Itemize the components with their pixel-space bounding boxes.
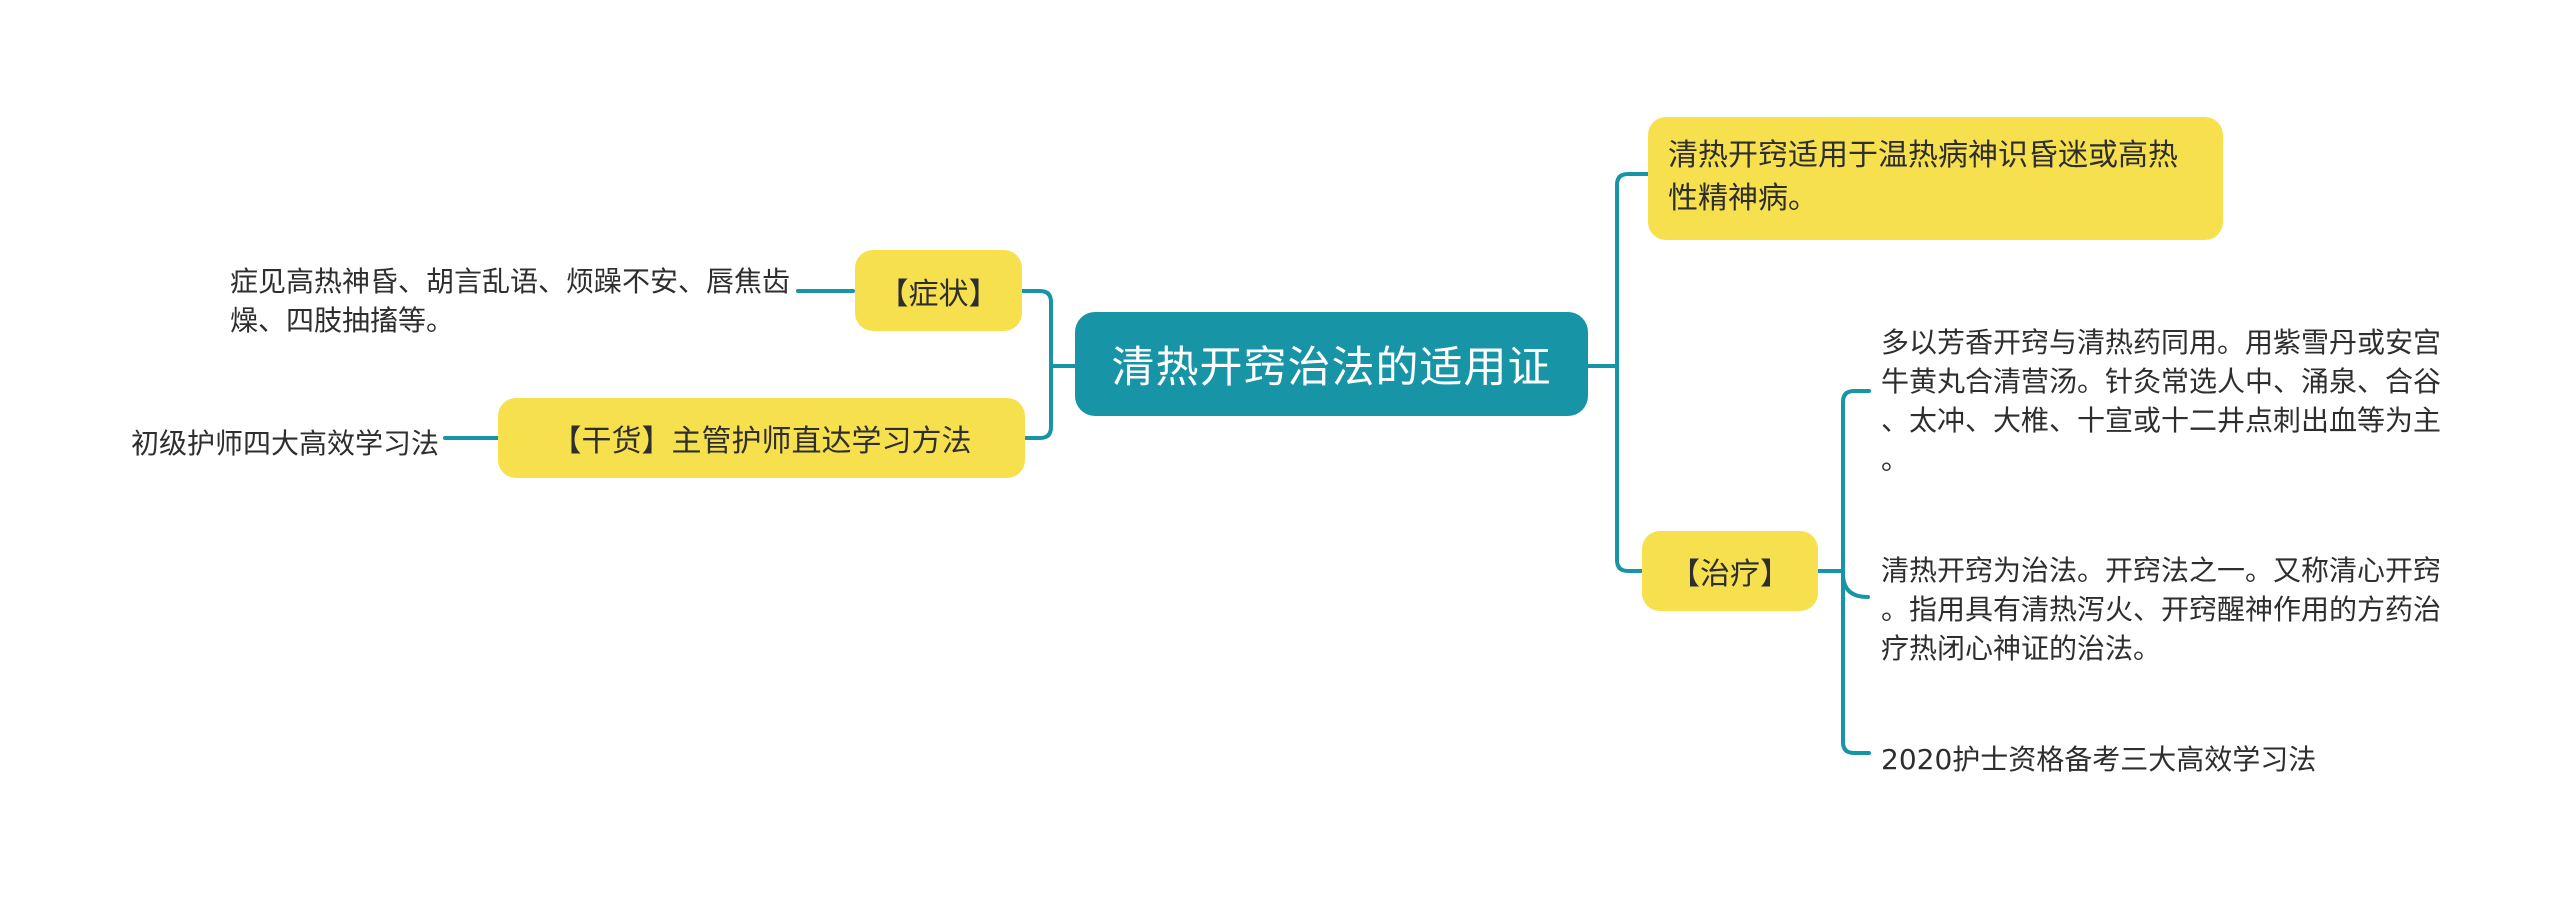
treatment-note-3[interactable]: 2020护士资格备考三大高效学习法 [1881,740,2381,779]
connector-left-trunk [1020,289,1053,440]
method-note[interactable]: 初级护师四大高效学习法 [131,424,445,463]
treatment-note-3-text: 2020护士资格备考三大高效学习法 [1881,743,2317,776]
connector-treatment-note2 [1841,572,1870,599]
method-node-label: 【干货】主管护师直达学习方法 [551,424,972,459]
method-note-text: 初级护师四大高效学习法 [131,427,440,460]
indication-node-text: 清热开窍适用于温热病神识昏迷或高热性精神病。 [1668,138,2178,216]
symptom-node[interactable]: 【症状】 [855,250,1022,331]
treatment-note-2[interactable]: 清热开窍为治法。开窍法之一。又称清心开窍。指用具有清热泻火、开窍醒神作用的方药治… [1881,551,2443,668]
connector-right-trunk [1615,172,1650,573]
treatment-node-label: 【治疗】 [1670,557,1790,592]
treatment-note-1-text: 多以芳香开窍与清热药同用。用紫雪丹或安宫牛黄丸合清营汤。针灸常选人中、涌泉、合谷… [1881,326,2442,476]
symptom-node-label: 【症状】 [878,276,999,312]
indication-node[interactable]: 清热开窍适用于温热病神识昏迷或高热性精神病。 [1648,117,2223,240]
treatment-node[interactable]: 【治疗】 [1642,531,1818,611]
treatment-note-2-text: 清热开窍为治法。开窍法之一。又称清心开窍。指用具有清热泻火、开窍醒神作用的方药治… [1881,554,2442,665]
method-node[interactable]: 【干货】主管护师直达学习方法 [498,398,1025,478]
root-node[interactable]: 清热开窍治法的适用证 [1075,312,1588,416]
root-node-label: 清热开窍治法的适用证 [1111,343,1552,393]
symptom-note[interactable]: 症见高热神昏、胡言乱语、烦躁不安、唇焦齿燥、四肢抽搐等。 [230,262,795,340]
connector-treatment-trunk [1841,389,1871,755]
symptom-note-text: 症见高热神昏、胡言乱语、烦躁不安、唇焦齿燥、四肢抽搐等。 [230,265,791,337]
treatment-note-1[interactable]: 多以芳香开窍与清热药同用。用紫雪丹或安宫牛黄丸合清营汤。针灸常选人中、涌泉、合谷… [1881,323,2443,479]
